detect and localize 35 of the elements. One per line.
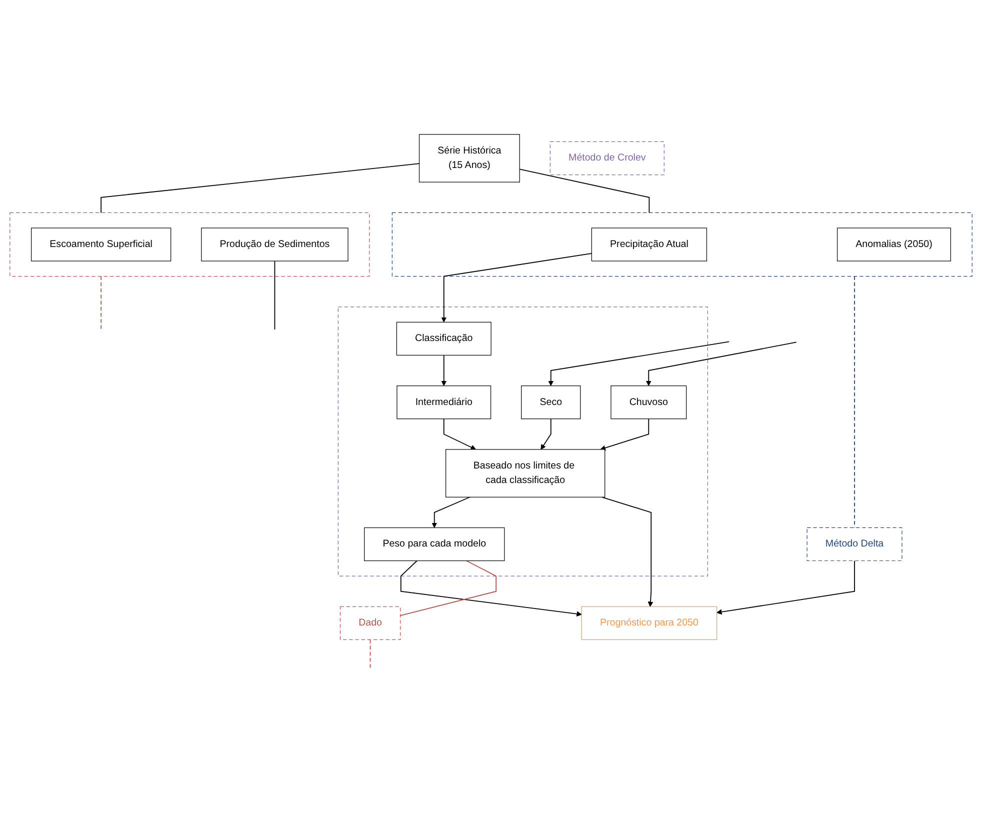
cluster [338, 306, 708, 576]
node-box: Classificação [396, 322, 492, 356]
arrow [602, 496, 654, 607]
arrow [600, 418, 650, 451]
node-box: Prognóstico para 2050 [581, 606, 718, 640]
arrow [716, 560, 855, 615]
cluster [10, 212, 370, 277]
arrow [400, 560, 582, 617]
arrow [548, 341, 730, 386]
arrow [432, 496, 470, 528]
connector [400, 560, 497, 616]
node-box: Dado [340, 606, 401, 640]
node-box: Método de Crolev [550, 141, 664, 176]
arrow [441, 354, 447, 386]
connector [370, 639, 371, 671]
arrow [646, 342, 797, 386]
node-box: Escoamento Superficial [31, 228, 172, 262]
connector [519, 168, 650, 214]
node-box: Produção de Sedimentos [201, 228, 348, 262]
node-box: Peso para cada modelo [364, 527, 505, 562]
node-box: Série Histórica (15 Anos) [418, 134, 520, 182]
arrow [441, 252, 592, 322]
connector [100, 163, 420, 214]
arrow [540, 418, 552, 450]
node-box: Intermediário [396, 386, 492, 420]
node-box: Baseado nos limites de cada classificação [446, 449, 606, 498]
connector [274, 260, 276, 330]
arrow [443, 418, 476, 450]
node-box: Anomalias (2050) [836, 228, 951, 262]
node-box: Chuvoso [610, 386, 687, 420]
node-box: Método Delta [806, 527, 902, 562]
node-box: Precipitação Atual [591, 228, 708, 262]
cluster [392, 212, 972, 277]
node-box: Seco [521, 386, 581, 420]
connector [100, 276, 102, 330]
